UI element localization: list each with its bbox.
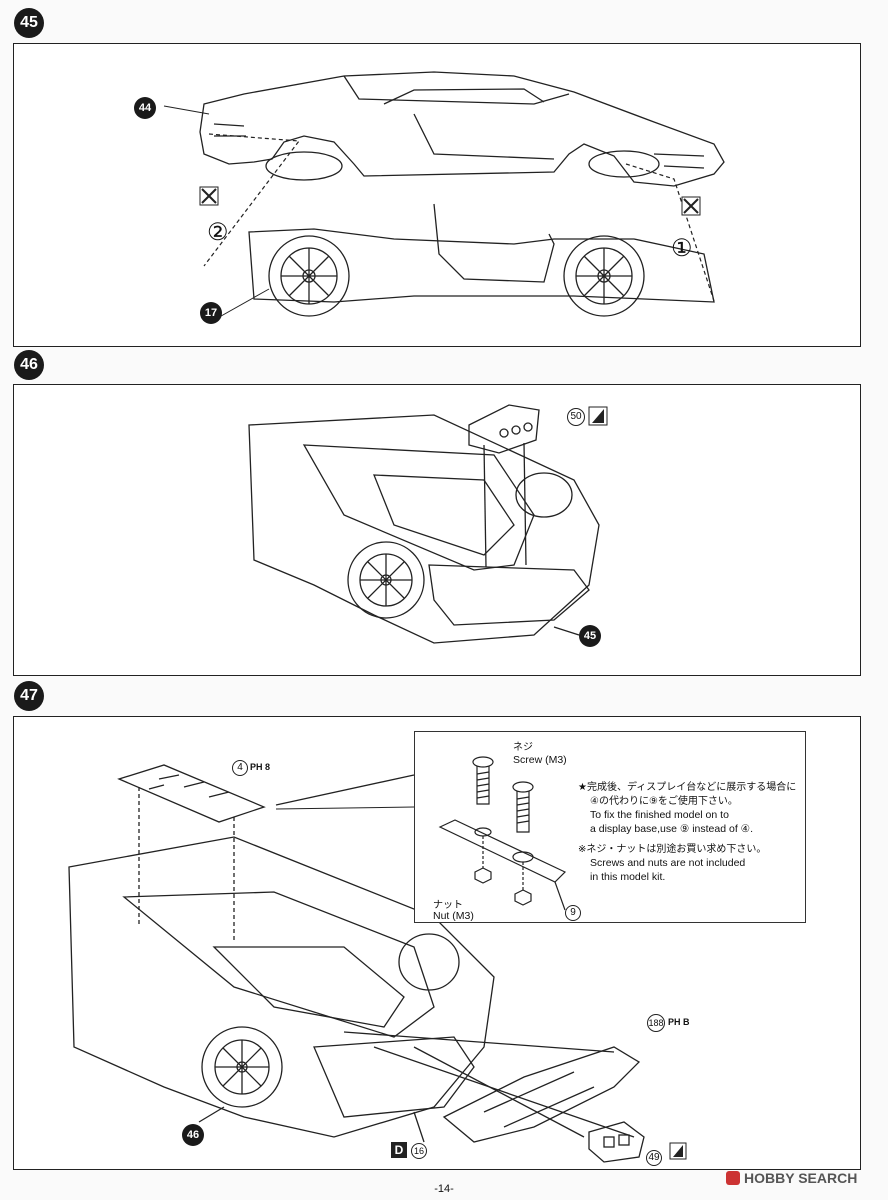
note-line-2: ④の代わりに⑨をご使用下さい。 xyxy=(590,796,738,807)
no-glue-icon-1 xyxy=(199,186,219,206)
part-4-tag: PH 8 xyxy=(250,762,271,772)
cement-icon-50 xyxy=(588,406,608,426)
note-line-6: Screws and nuts are not included xyxy=(590,857,746,869)
step-45-panel: 44 17 ② ① xyxy=(13,43,861,347)
part-4-plate xyxy=(117,764,266,823)
screw-en-label: Screw (M3) xyxy=(513,754,567,766)
nut-en-label: Nut (M3) xyxy=(433,910,474,922)
step-47-panel: 4 PH 8 188 PH B 46 D 16 49 xyxy=(13,716,861,1170)
step-46-panel: 50 45 xyxy=(13,384,861,676)
screw-nut-diagram xyxy=(438,756,567,911)
part-17-badge: 17 xyxy=(200,302,222,324)
part-49-muffler xyxy=(588,1121,645,1163)
note-line-7: in this model kit. xyxy=(590,871,666,883)
part-188-tag: PH B xyxy=(668,1017,690,1027)
step-47-badge: 47 xyxy=(14,681,44,711)
part-44-badge: 44 xyxy=(134,97,156,119)
underbody-outline xyxy=(68,836,495,1138)
part-49-label: 49 xyxy=(646,1150,662,1166)
no-glue-icon-2 xyxy=(681,196,701,216)
car-body-outline xyxy=(199,71,725,187)
step-46-illustration xyxy=(248,404,608,644)
watermark-logo-icon xyxy=(726,1171,740,1185)
step-45-illustration xyxy=(163,71,725,321)
part-4-label: 4 xyxy=(232,760,248,776)
note-line-5: ※ネジ・ナットは別途お買い求め下さい。 xyxy=(578,844,767,855)
nut-jp-label: ナット xyxy=(433,900,463,911)
display-base-note: ネジ Screw (M3) ナット Nut (M3) 9 ★完成後、ディスプレイ… xyxy=(414,731,806,923)
part-16-label: 16 xyxy=(411,1143,427,1159)
watermark-text: HOBBY SEARCH xyxy=(744,1170,858,1186)
cement-icon-49 xyxy=(669,1142,687,1160)
mark-2: ② xyxy=(207,219,229,246)
step-46-badge: 46 xyxy=(14,350,44,380)
chassis-outline xyxy=(248,228,715,303)
part-188-wing xyxy=(442,1046,641,1143)
part-46-badge: 46 xyxy=(182,1124,204,1146)
part-50-label: 50 xyxy=(567,408,585,426)
step-47-illustration xyxy=(68,764,687,1163)
step-45-badge: 45 xyxy=(14,8,44,38)
note-line-1: ★完成後、ディスプレイ台などに展示する場合に xyxy=(578,782,797,793)
mark-1: ① xyxy=(671,235,693,262)
part-188-label: 188 xyxy=(647,1014,665,1032)
screw-jp-label: ネジ xyxy=(513,742,533,753)
page-number: -14- xyxy=(434,1183,454,1195)
d-label: D xyxy=(391,1142,407,1158)
part-45-badge: 45 xyxy=(579,625,601,647)
part-50-block xyxy=(468,404,540,454)
part-9-label: 9 xyxy=(565,905,581,921)
watermark: HOBBY SEARCH xyxy=(726,1170,857,1186)
note-line-4: a display base,use ⑨ instead of ④. xyxy=(590,823,754,835)
part-9-plate xyxy=(438,819,567,883)
note-line-3: To fix the finished model on to xyxy=(590,809,729,821)
underbody-outline xyxy=(248,414,600,644)
